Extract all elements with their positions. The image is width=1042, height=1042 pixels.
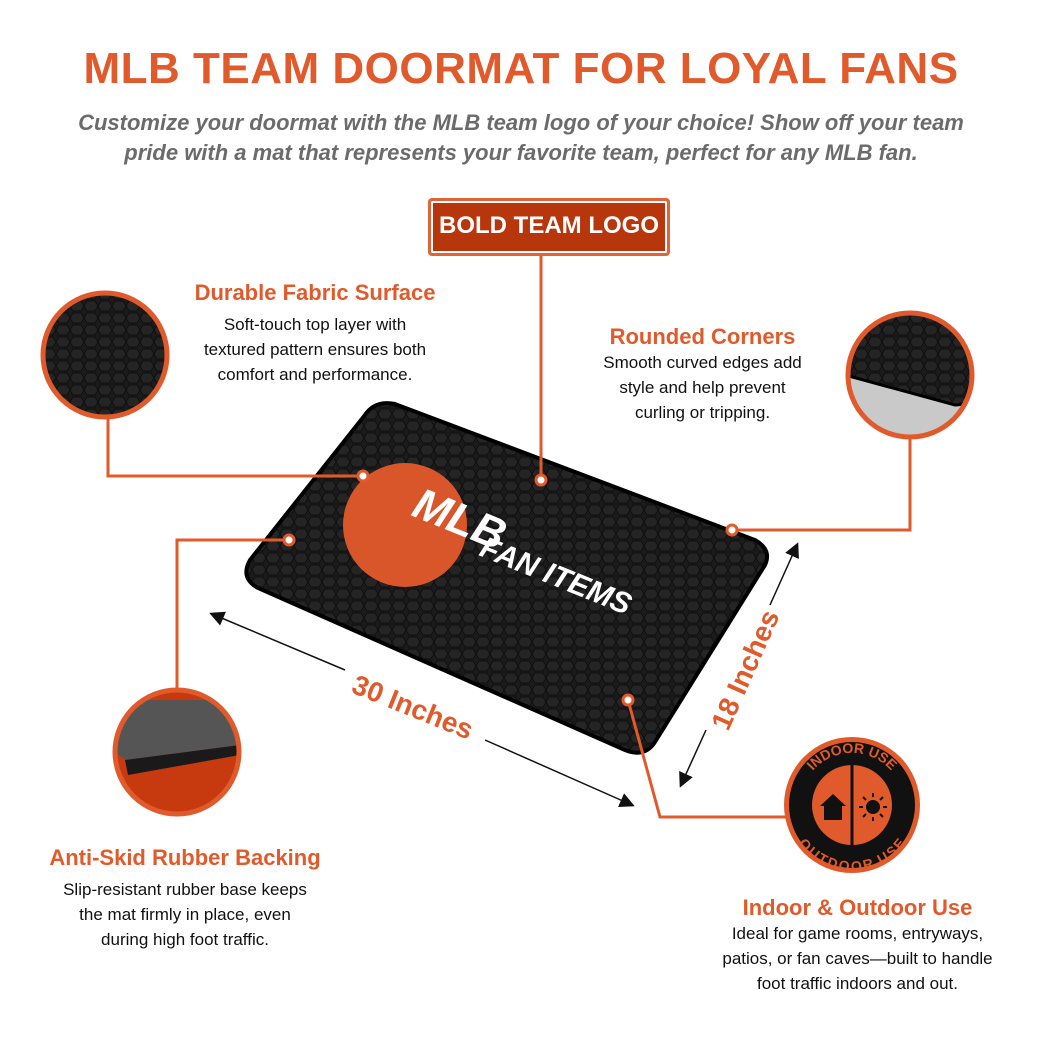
corner-detail-image [845, 310, 975, 440]
feature-text: style and help prevent [619, 378, 786, 397]
feature-text: curling or tripping. [634, 403, 771, 422]
house-icon [820, 794, 846, 820]
feature-backing: Anti-Skid Rubber Backing Slip-resistant … [20, 845, 350, 952]
feature-text: Smooth curved edges add [603, 353, 802, 372]
doormat: MLB FAN ITEMS [244, 401, 769, 755]
sun-icon [859, 793, 887, 821]
subtitle: Customize your doormat with the MLB team… [60, 108, 982, 168]
feature-text: comfort and performance. [217, 365, 413, 384]
feature-text: textured pattern ensures both [203, 340, 427, 359]
feature-heading: Indoor & Outdoor Use [742, 895, 973, 920]
mat-logo-circle [343, 463, 467, 587]
feature-text: patios, or fan caves—built to handle [722, 949, 993, 968]
subtitle-line: pride with a mat that represents your fa… [124, 140, 918, 165]
feature-heading: Rounded Corners [609, 324, 796, 349]
width-label: 30 Inches [348, 669, 478, 746]
feature-text: Soft-touch top layer with [223, 315, 407, 334]
feature-text: during high foot traffic. [101, 930, 269, 949]
feature-heading: Durable Fabric Surface [194, 280, 436, 305]
indoor-outdoor-badge: INDOOR USE OUTDOOR USE [784, 737, 920, 874]
connector-dots [282, 469, 739, 707]
feature-corners: Rounded Corners Smooth curved edges add … [570, 324, 835, 425]
fabric-detail-image [40, 290, 170, 420]
backing-detail-image [112, 687, 242, 817]
feature-text: the mat firmly in place, even [79, 905, 291, 924]
feature-indoor-outdoor: Indoor & Outdoor Use Ideal for game room… [690, 895, 1025, 996]
feature-heading: Anti-Skid Rubber Backing [49, 845, 321, 870]
page-title: MLB TEAM DOORMAT FOR LOYAL FANS [83, 44, 959, 93]
feature-text: foot traffic indoors and out. [757, 974, 958, 993]
mat-surface [244, 401, 769, 755]
subtitle-line: Customize your doormat with the MLB team… [78, 110, 964, 135]
feature-text: Ideal for game rooms, entryways, [731, 924, 984, 943]
bold-team-logo-callout: BOLD TEAM LOGO [428, 198, 670, 256]
connector-lines [106, 252, 912, 819]
dimension-arrows [209, 542, 799, 808]
feature-text: Slip-resistant rubber base keeps [63, 880, 307, 899]
feature-fabric: Durable Fabric Surface Soft-touch top la… [160, 280, 470, 387]
